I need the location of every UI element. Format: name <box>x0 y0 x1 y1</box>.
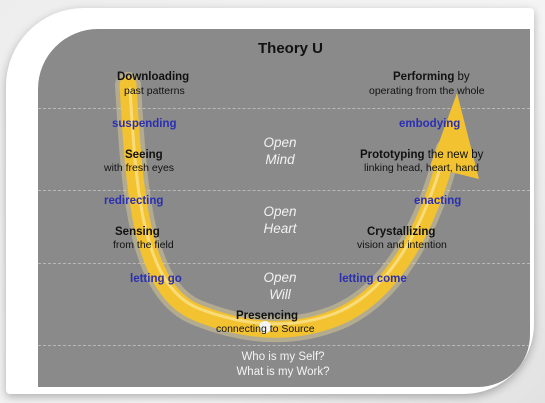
performing-sub: operating from the whole <box>369 85 485 97</box>
open-will-line1: Open <box>263 270 297 285</box>
prototyping-sub: linking head, heart, hand <box>364 162 480 174</box>
u-arrow-streak <box>128 87 446 326</box>
closing-questions: Who is my Self? What is my Work? <box>198 351 368 378</box>
letting-go-label: letting go <box>130 273 182 285</box>
downloading-label: Downloading <box>117 71 190 83</box>
open-mind-line1: Open <box>263 135 297 150</box>
prototyping-label-rest: the new by <box>424 149 484 161</box>
redirecting-label: redirecting <box>104 195 164 207</box>
open-heart-line2: Heart <box>263 221 297 237</box>
seeing-label: Seeing <box>125 149 163 161</box>
open-mind-line2: Mind <box>265 152 295 168</box>
open-will-label: Open Will <box>238 270 322 303</box>
level-divider <box>38 345 530 346</box>
letting-come-label: letting come <box>339 273 407 285</box>
question-self: Who is my Self? <box>241 351 325 363</box>
theory-u-diagram: Theory U Downloading past patterns suspe… <box>38 29 530 387</box>
open-heart-line1: Open <box>263 204 297 219</box>
question-work: What is my Work? <box>236 366 330 379</box>
performing-label-bold: Performing <box>393 71 455 83</box>
enacting-label: enacting <box>414 195 462 207</box>
seeing-sub: with fresh eyes <box>104 162 175 174</box>
open-heart-label: Open Heart <box>238 204 322 237</box>
embodying-label: embodying <box>399 118 461 130</box>
performing-label: Performing by <box>393 71 470 83</box>
prototyping-label-bold: Prototyping <box>360 149 425 161</box>
presencing-label: Presencing <box>236 310 298 322</box>
u-arrow-head <box>430 93 479 179</box>
level-divider <box>38 190 530 191</box>
level-divider <box>38 263 530 264</box>
presencing-sub: connecting to Source <box>216 323 315 335</box>
u-arrow <box>115 72 479 343</box>
level-divider <box>38 108 530 109</box>
crystallizing-label: Crystallizing <box>367 226 436 238</box>
diagram-title: Theory U <box>258 40 324 57</box>
sensing-sub: from the field <box>113 239 174 251</box>
downloading-sub: past patterns <box>124 85 185 97</box>
suspending-label: suspending <box>112 118 177 130</box>
bottom-of-u-dot <box>259 321 271 333</box>
open-mind-label: Open Mind <box>238 135 322 168</box>
prototyping-label: Prototyping the new by <box>360 149 483 161</box>
performing-label-rest: by <box>454 71 470 83</box>
sensing-label: Sensing <box>115 226 160 238</box>
open-will-line2: Will <box>269 287 291 303</box>
crystallizing-sub: vision and intention <box>357 239 447 251</box>
